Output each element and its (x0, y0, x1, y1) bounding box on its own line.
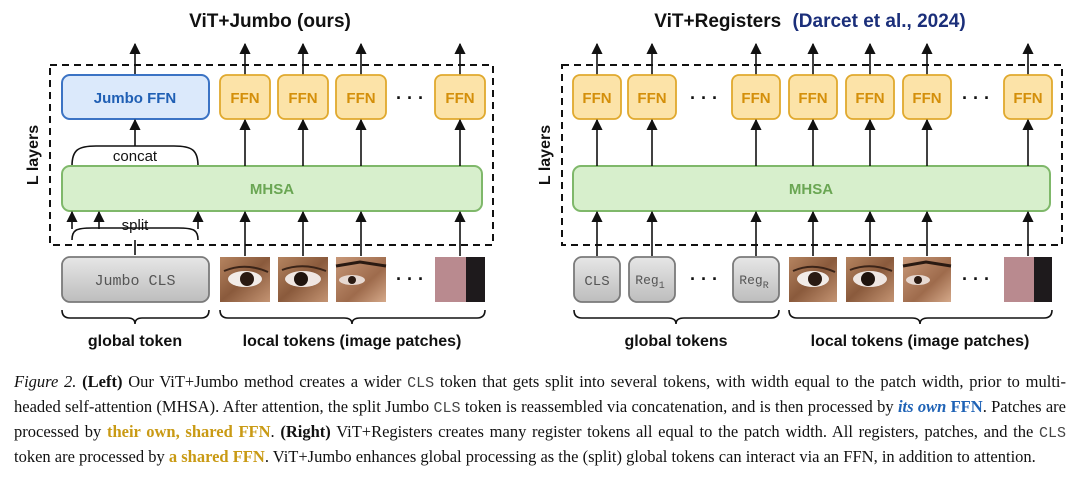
reg-text: Reg (739, 273, 762, 288)
left-mhsa-box (61, 165, 483, 212)
caption-text: . (270, 422, 281, 441)
caption-text: ViT+Registers creates many register toke… (330, 422, 1039, 441)
right-ffn-boxes: FFN FFN · · · FFN FFN FFN FFN · · · FFN (572, 74, 1053, 120)
cls-token (573, 256, 621, 303)
jumbo-cls-token (61, 256, 210, 303)
concat-bracket (71, 118, 199, 167)
right-title-citation[interactable]: (Darcet et al., 2024) (792, 11, 965, 32)
right-local-tokens-label: local tokens (image patches) (811, 333, 1030, 350)
right-bottom-braces (573, 309, 1053, 325)
ffn-label: FFN (637, 90, 666, 107)
jumbo-cls-label: Jumbo CLS (94, 273, 175, 290)
reg-token-first-label: Reg1 (635, 273, 664, 292)
left-patch-arrows (239, 210, 466, 256)
left-image-patches: · · · (220, 257, 485, 302)
right-layer-box (561, 64, 1063, 246)
right-output-arrows (591, 42, 1034, 75)
right-title-main: ViT+Registers (654, 11, 781, 32)
left-mhsa-to-ffn-arrows (239, 118, 466, 166)
right-token-arrows (591, 210, 1034, 256)
caption-text: . ViT+Jumbo enhances global processing a… (264, 447, 1036, 466)
cls-token-label: CLS (584, 274, 609, 290)
ffn-label: FFN (1013, 90, 1042, 107)
ffn-label: FFN (288, 90, 317, 107)
ffn-label: FFN (445, 90, 474, 107)
global-tokens-label: global tokens (624, 333, 727, 350)
ffn-label: FFN (230, 90, 259, 107)
right-panel: ViT+Registers (Darcet et al., 2024) L la… (537, 11, 1063, 350)
caption-ffn: FFN (946, 397, 983, 416)
right-image-patches: · · · (789, 257, 1052, 302)
right-mhsa-label: MHSA (789, 181, 833, 198)
figure-caption: Figure 2. (Left) Our ViT+Jumbo method cr… (14, 370, 1066, 468)
left-local-tokens-label: local tokens (image patches) (243, 333, 462, 350)
caption-figure-label: Figure 2. (14, 372, 77, 391)
left-bottom-braces (61, 309, 486, 325)
reg-token-last-label: RegR (739, 273, 768, 292)
image-patch (335, 257, 387, 302)
left-layers-label: L layers (25, 125, 42, 185)
image-patch (902, 257, 952, 302)
reg-token-last (732, 256, 780, 303)
caption-their-own-shared-ffn: their own, shared FFN (106, 422, 271, 441)
image-patch (846, 257, 894, 302)
reg-subscript: R (763, 281, 769, 292)
caption-text: Our ViT+Jumbo method creates a wider (122, 372, 408, 391)
ffn-ellipsis: · · · (396, 88, 424, 108)
global-token-label: global token (88, 333, 182, 350)
split-label: split (122, 217, 150, 234)
ffn-ellipsis: · · · (690, 88, 718, 108)
reg-subscript: 1 (659, 281, 665, 292)
ffn-ellipsis: · · · (962, 88, 990, 108)
ffn-label: FFN (798, 90, 827, 107)
caption-right-tag: (Right) (280, 422, 331, 441)
image-patch (789, 257, 837, 302)
caption-text: token are processed by (14, 447, 169, 466)
ffn-label: FFN (855, 90, 884, 107)
image-patch (220, 257, 270, 302)
reg-text: Reg (635, 273, 658, 288)
left-output-arrows (129, 42, 466, 75)
ffn-label: FFN (741, 90, 770, 107)
left-layer-box (49, 64, 494, 246)
caption-cls-code: CLS (407, 375, 435, 392)
image-patch (1004, 257, 1052, 302)
ffn-label: FFN (582, 90, 611, 107)
token-ellipsis: · · · (690, 269, 718, 289)
reg-token-first (628, 256, 676, 303)
caption-cls-code: CLS (433, 400, 461, 417)
jumbo-ffn-label: Jumbo FFN (94, 90, 177, 107)
caption-shared-ffn: a shared FFN (168, 447, 265, 466)
caption-cls-code: CLS (1039, 425, 1067, 442)
image-patch (278, 257, 328, 302)
caption-text: token is reassembled via concatenation, … (460, 397, 898, 416)
left-mhsa-label: MHSA (250, 181, 294, 198)
image-patch (435, 257, 485, 302)
right-layers-label: L layers (537, 125, 554, 185)
right-mhsa-to-ffn-arrows (591, 118, 1034, 166)
caption-its-own: its own (897, 397, 947, 416)
architecture-figure: ViT+Jumbo (ours) L layers Jumbo FFN FFN … (25, 11, 1063, 350)
split-bracket (66, 210, 204, 255)
patch-ellipsis: · · · (962, 269, 990, 289)
ffn-label: FFN (346, 90, 375, 107)
caption-left-tag: (Left) (82, 372, 123, 391)
caption-text: . Patches are processed by (14, 397, 1066, 441)
left-title: ViT+Jumbo (ours) (189, 11, 351, 32)
patch-ellipsis: · · · (396, 269, 424, 289)
ffn-label: FFN (912, 90, 941, 107)
left-panel: ViT+Jumbo (ours) L layers Jumbo FFN FFN … (25, 11, 494, 350)
left-ffn-boxes: FFN FFN FFN · · · FFN (219, 74, 486, 120)
right-title: ViT+Registers (Darcet et al., 2024) (654, 11, 965, 32)
concat-label: concat (113, 148, 158, 165)
caption-text: token that gets split into several token… (14, 372, 1067, 416)
